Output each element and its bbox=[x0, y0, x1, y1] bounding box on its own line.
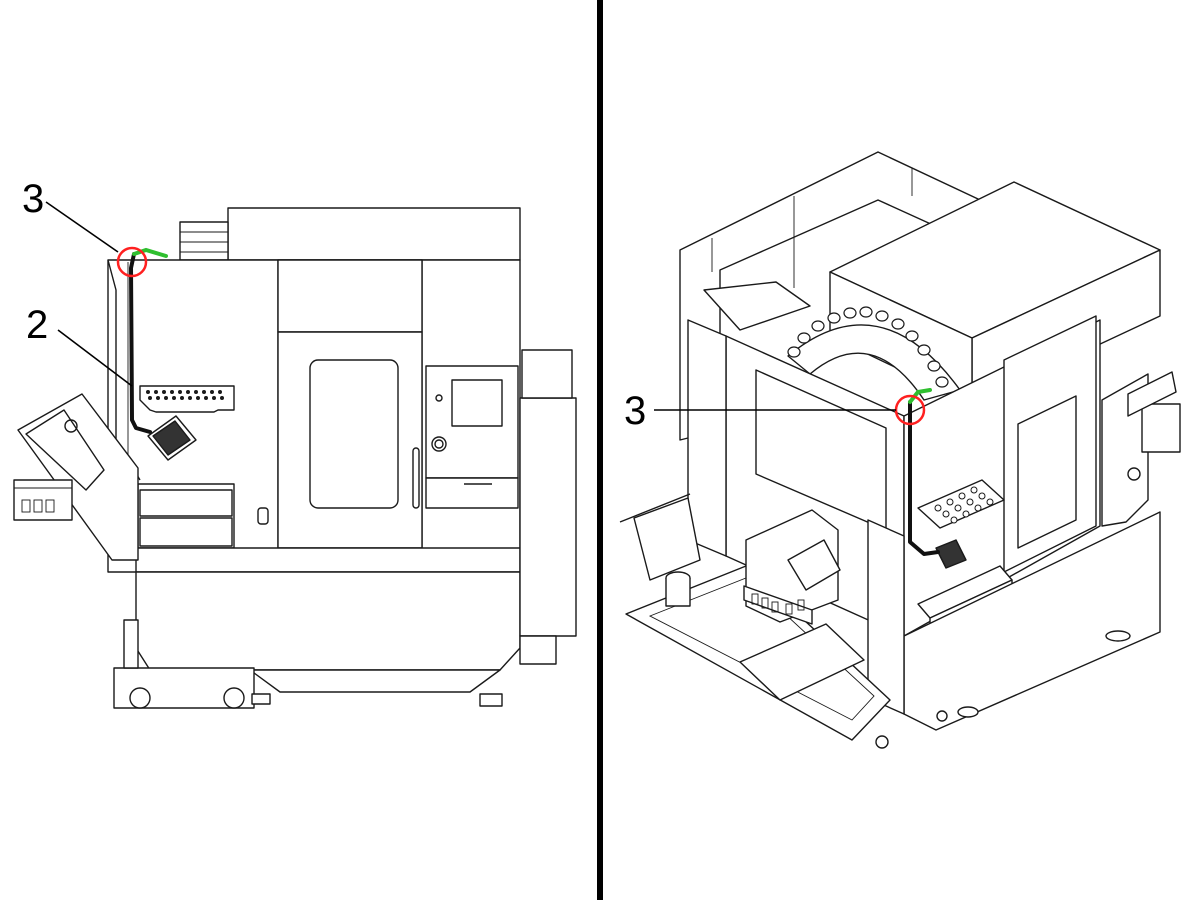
pendant bbox=[147, 415, 197, 461]
right-view-machine bbox=[619, 151, 1181, 749]
highlight-circle-left bbox=[116, 246, 148, 278]
tool-pocket-grid-right bbox=[934, 486, 994, 524]
cable-segment-highlight-left bbox=[132, 247, 168, 258]
callout-3-right: 3 bbox=[624, 389, 646, 433]
conveyor-label-slots bbox=[21, 499, 55, 513]
callout-2-left: 2 bbox=[26, 303, 48, 347]
cable-route-left bbox=[129, 252, 152, 434]
cable-segment-highlight-right bbox=[908, 388, 932, 404]
left-view-machine bbox=[13, 201, 577, 709]
cable-route-right bbox=[908, 400, 940, 556]
tool-pocket-grid bbox=[146, 390, 224, 400]
tool-carousel bbox=[787, 306, 961, 401]
callout-3-left: 3 bbox=[22, 177, 44, 221]
conveyor-label-slots-right bbox=[751, 593, 805, 615]
